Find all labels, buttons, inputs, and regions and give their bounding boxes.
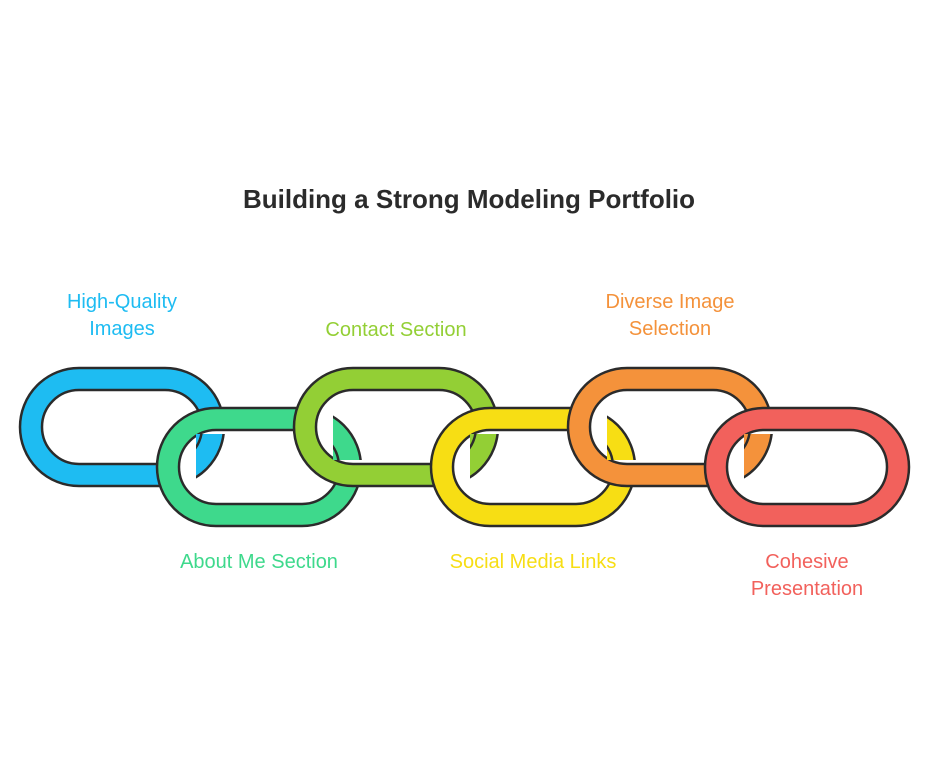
link-label-1: High-Quality Images: [66, 291, 178, 340]
chain-link-ring-front: [607, 415, 636, 460]
chain-link-overlap-2: [333, 415, 362, 460]
chain-link-ring-front: [744, 434, 773, 479]
link-label-4: Social Media Links: [449, 551, 617, 573]
chain-link-overlap-4: [607, 415, 636, 460]
chain-link-overlap-1: [196, 434, 225, 479]
link-label-6: Cohesive Presentation: [750, 551, 864, 600]
chain-link-overlap-5: [744, 434, 773, 479]
chain-link-ring-front: [333, 415, 362, 460]
chain-link-overlap-3: [470, 434, 499, 479]
chain-link-6: [703, 406, 911, 528]
diagram-title: Building a Strong Modeling Portfolio: [242, 184, 696, 214]
link-label-2: About Me Section: [180, 551, 338, 573]
chain-link-ring-front: [470, 434, 499, 479]
chain-link-ring-front: [196, 434, 225, 479]
link-label-3: Contact Section: [325, 319, 467, 341]
link-label-5: Diverse Image Selection: [605, 291, 735, 340]
